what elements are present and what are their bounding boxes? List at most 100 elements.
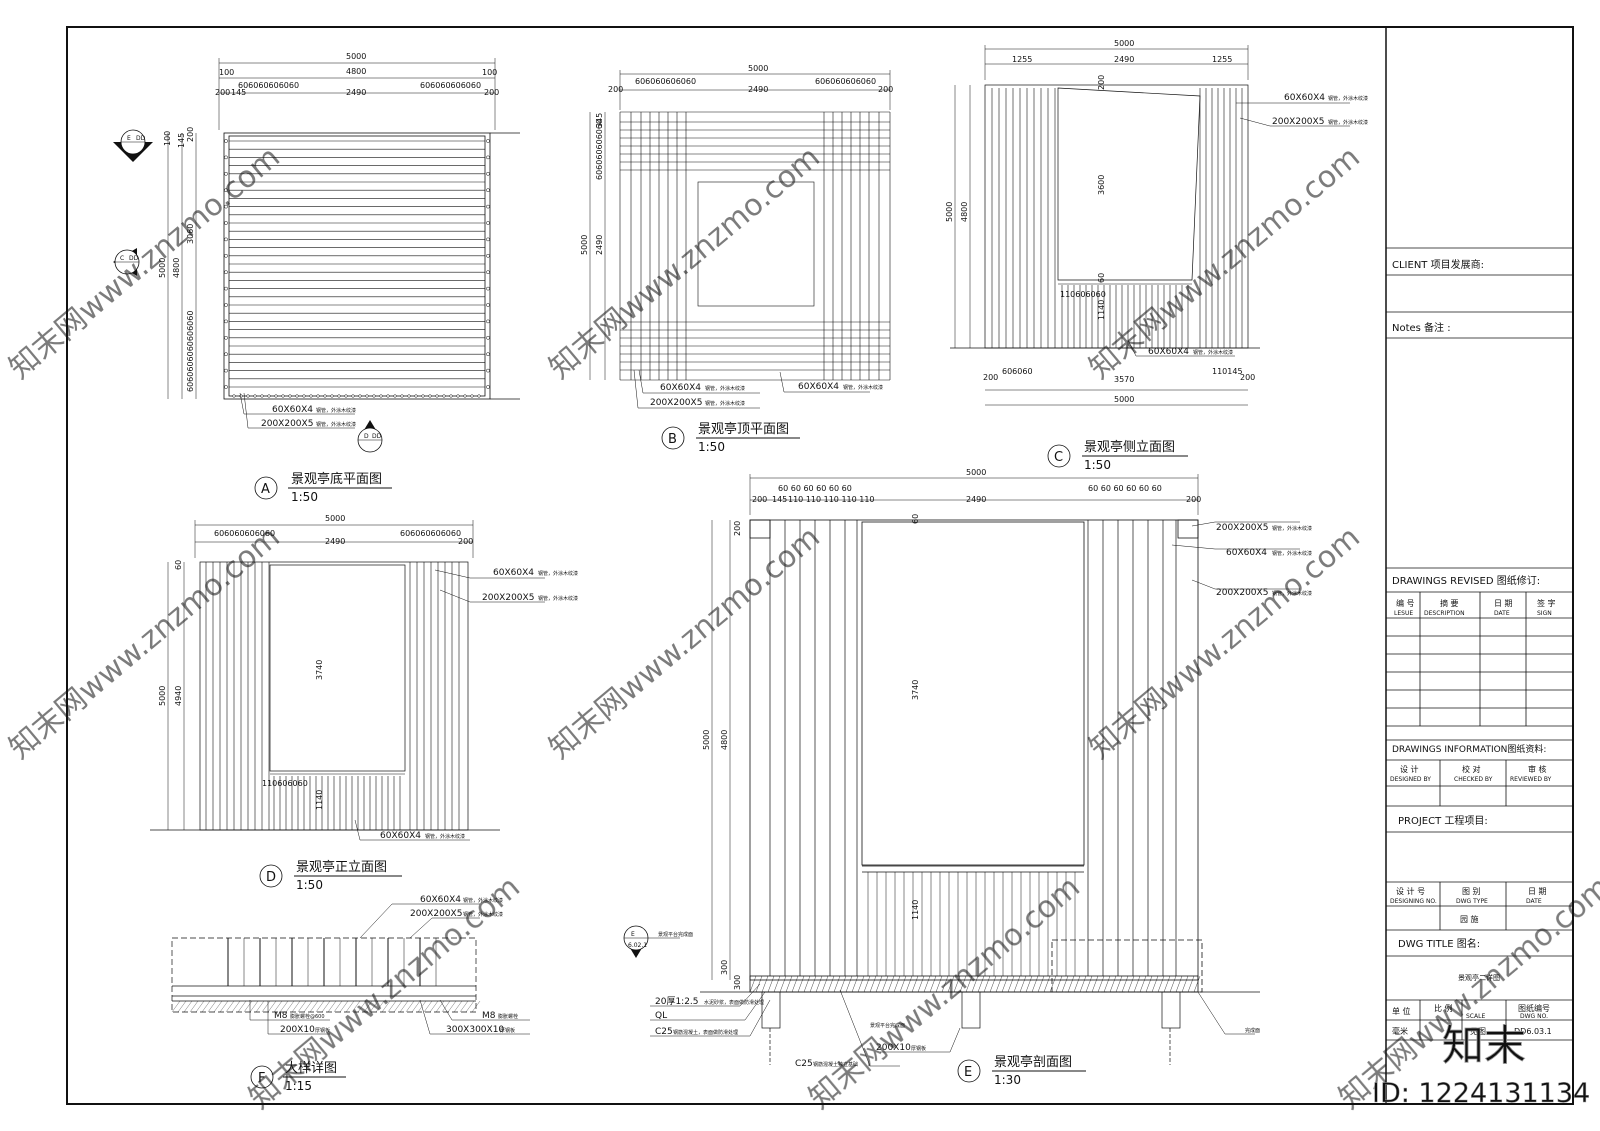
drafting-line — [423, 1000, 433, 1013]
drafting-line — [953, 975, 961, 993]
drafting-line — [1175, 975, 1183, 993]
dim: 200 — [878, 85, 893, 94]
view-e-section: 5000 60 60 60 60 60 60 60 60 60 60 60 60… — [623, 468, 1312, 1087]
callout-c2: 200X200X5 — [1272, 117, 1324, 127]
view-e-letter: E — [964, 1065, 972, 1080]
drafting-rect — [697, 181, 815, 307]
drafting-line — [815, 975, 823, 993]
view-a-slats — [229, 140, 485, 388]
drafting-line — [369, 1000, 379, 1013]
callout-e7s: 钢筋混凝土独立基础 — [813, 1061, 858, 1068]
drafting-line — [1157, 975, 1165, 993]
drafting-line — [767, 975, 775, 993]
watermark-text: 知末网www.znzmo.com — [1083, 520, 1367, 766]
dim: 5000 — [702, 730, 711, 750]
bolt-dot — [302, 394, 306, 398]
callout-b1s: 钢管，外涂木纹漆 — [705, 385, 745, 392]
dim: 200 — [1240, 373, 1255, 382]
drafting-line — [881, 975, 889, 993]
bolt-dot — [224, 303, 228, 307]
drafting-line — [1079, 975, 1087, 993]
bolt-dot — [435, 394, 439, 398]
bolt-dot — [337, 394, 341, 398]
bolt-dot — [224, 204, 228, 209]
view-a-letter: A — [261, 482, 270, 497]
drafting-line — [183, 1000, 193, 1013]
dim: 2490 — [595, 235, 604, 255]
callout-d2: 200X200X5 — [482, 593, 534, 603]
drafting-line — [1085, 975, 1093, 993]
drafting-line — [779, 975, 787, 993]
bolt-dot — [486, 204, 490, 209]
bolt-dot — [393, 394, 397, 398]
tb-info-h1: 设 计 — [1400, 764, 1419, 774]
bolt-dot — [486, 368, 490, 373]
callout-d3: 60X60X4 — [380, 831, 421, 841]
callout-d2s: 钢管，外涂木纹漆 — [538, 595, 578, 602]
tb-info-h3: 审 核 — [1528, 764, 1547, 774]
dim: 60 — [1097, 273, 1106, 283]
view-b-scale: 1:50 — [698, 440, 725, 454]
dim: 3600 — [1097, 175, 1106, 195]
drafting-line — [929, 975, 937, 993]
dim: 200 — [608, 85, 623, 94]
tb-notes: Notes 备注 : — [1392, 321, 1451, 334]
dim: 606060606060 — [815, 77, 876, 86]
dim: 1255 — [1012, 55, 1032, 64]
view-f-detail: 60X60X4 钢管，外涂木纹漆 200X200X5 钢管，外涂木纹漆 M8 膨… — [171, 895, 530, 1093]
section-symbol-d: D DD — [357, 420, 383, 453]
drafting-line — [977, 975, 985, 993]
dim: 300 — [733, 975, 742, 990]
dim: 3570 — [1114, 375, 1134, 384]
bolt-dot — [449, 394, 453, 398]
drafting-line — [833, 975, 841, 993]
drafting-line — [429, 1000, 439, 1013]
watermark-logo-text: 知末 — [1442, 1021, 1526, 1070]
drafting-line — [1007, 975, 1015, 993]
view-d-dim-text: 5000 606060606060 606060606060 2490 200 … — [158, 514, 473, 810]
watermark-text: 知末网www.znzmo.com — [543, 140, 827, 386]
drafting-line — [351, 1000, 361, 1013]
dim: 200 — [983, 373, 998, 382]
dim: 1255 — [1212, 55, 1232, 64]
callout-b3: 60X60X4 — [798, 382, 839, 392]
view-d-outline — [150, 561, 500, 831]
section-symbol-e2: E 6.02.1 — [623, 925, 680, 958]
tb-dwg-no: DD6.03.1 — [1514, 1027, 1552, 1036]
tb-info-h1e: DESIGNED BY — [1390, 776, 1431, 783]
drafting-line — [363, 1000, 373, 1013]
bolt-dot — [486, 286, 490, 291]
tb-s-h3e: DWG NO. — [1520, 1013, 1548, 1020]
dim: 145 — [772, 495, 787, 504]
view-d-front-elevation: 5000 606060606060 606060606060 2490 200 … — [150, 514, 578, 892]
bolt-dot — [372, 394, 376, 398]
dim: 3060 — [186, 224, 195, 244]
dim: 2490 — [966, 495, 986, 504]
section-symbol-c: C DD — [113, 248, 140, 276]
drafting-line — [249, 1000, 259, 1013]
callout-d1s: 钢管，外涂木纹漆 — [538, 570, 578, 577]
bolt-dot — [224, 253, 228, 258]
drafting-line — [959, 975, 967, 993]
drafting-line — [1013, 975, 1021, 993]
bolt-dot — [486, 253, 490, 258]
drafting-line — [863, 975, 871, 993]
drafting-line — [1181, 975, 1189, 993]
drafting-line — [435, 1000, 445, 1013]
callout-e8s: 厚钢板 — [911, 1045, 926, 1052]
drafting-line — [911, 975, 919, 993]
view-e-dimensions — [711, 474, 1199, 980]
dim: 300 — [720, 960, 729, 975]
dim: 200 — [1186, 495, 1201, 504]
bolt-dot — [224, 171, 228, 176]
view-c-dim-text: 5000 1255 2490 1255 5000 4800 200 3600 6… — [945, 39, 1255, 404]
view-e-label: E 景观亭剖面图 1:30 — [957, 1054, 1086, 1087]
bolt-dot — [323, 394, 327, 398]
bolt-dot — [486, 270, 490, 275]
dim: 60 — [911, 514, 920, 524]
callout-b3s: 钢管，外涂木纹漆 — [843, 384, 883, 391]
drafting-line — [851, 975, 859, 993]
bolt-dot — [260, 394, 264, 398]
view-d-callouts: 60X60X4 钢管，外涂木纹漆 200X200X5 钢管，外涂木纹漆 60X6… — [354, 568, 578, 841]
view-f-title: 大样详图 — [285, 1061, 337, 1076]
